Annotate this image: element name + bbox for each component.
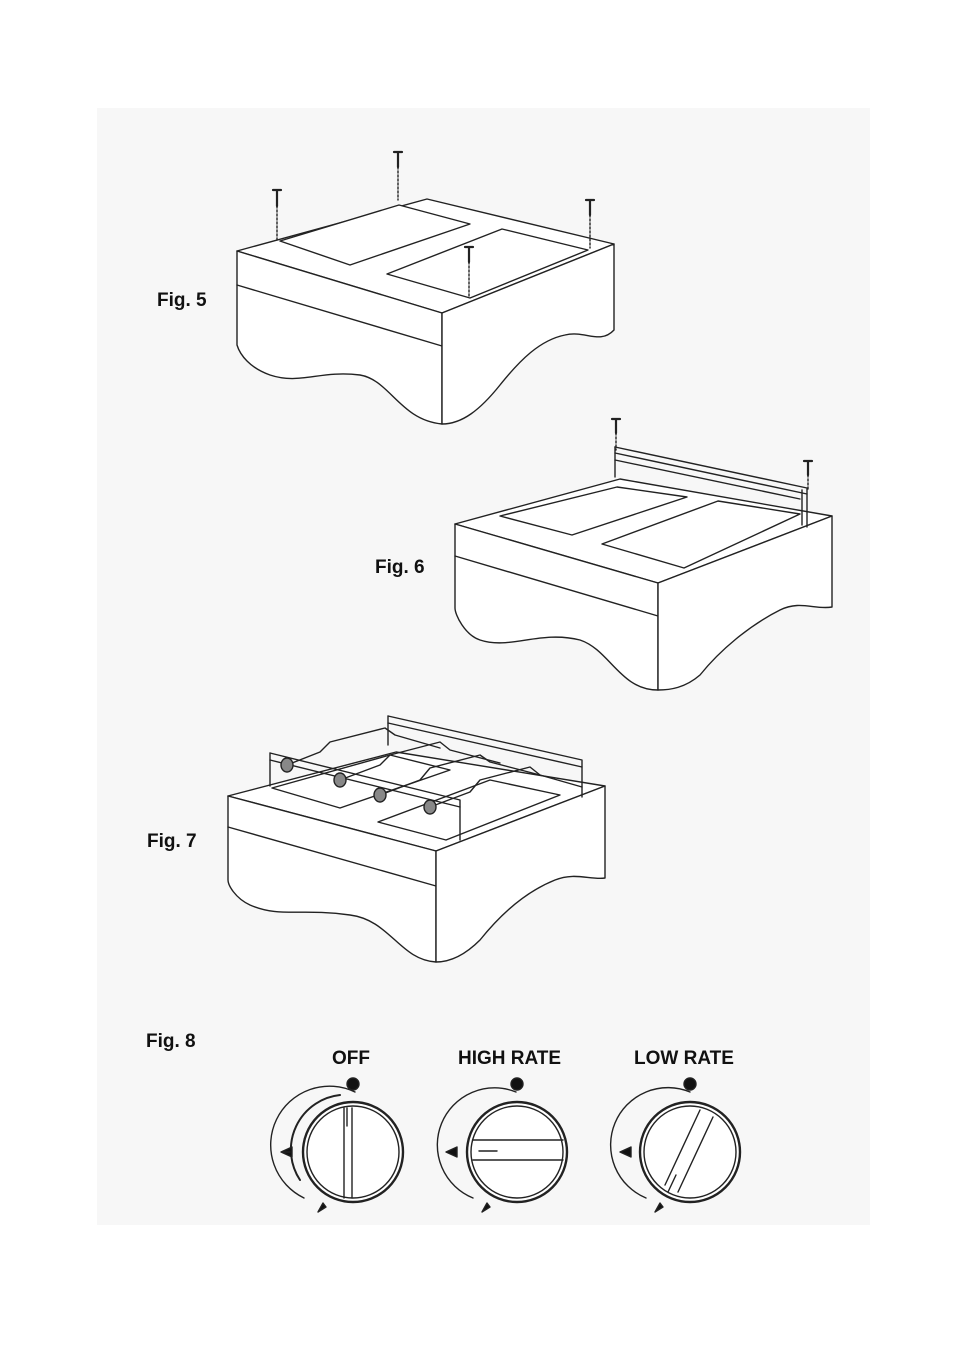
fig7-label: Fig. 7 xyxy=(147,832,197,851)
fig6-label: Fig. 6 xyxy=(375,558,425,577)
fig6-hob-drawing xyxy=(455,419,832,690)
fig5-hob-drawing xyxy=(237,152,614,424)
knob-label-off: OFF xyxy=(332,1049,370,1068)
fig8-label: Fig. 8 xyxy=(146,1032,196,1051)
fig8-knob-low xyxy=(611,1078,740,1212)
knob-label-low-rate: LOW RATE xyxy=(634,1049,734,1068)
fig8-knob-high xyxy=(437,1078,567,1212)
fig5-label: Fig. 5 xyxy=(157,291,207,310)
fig6-screws xyxy=(612,419,812,490)
fig8-knob-off xyxy=(271,1078,403,1212)
fig7-hob-drawing xyxy=(228,716,605,962)
knob-label-high-rate: HIGH RATE xyxy=(458,1049,561,1068)
